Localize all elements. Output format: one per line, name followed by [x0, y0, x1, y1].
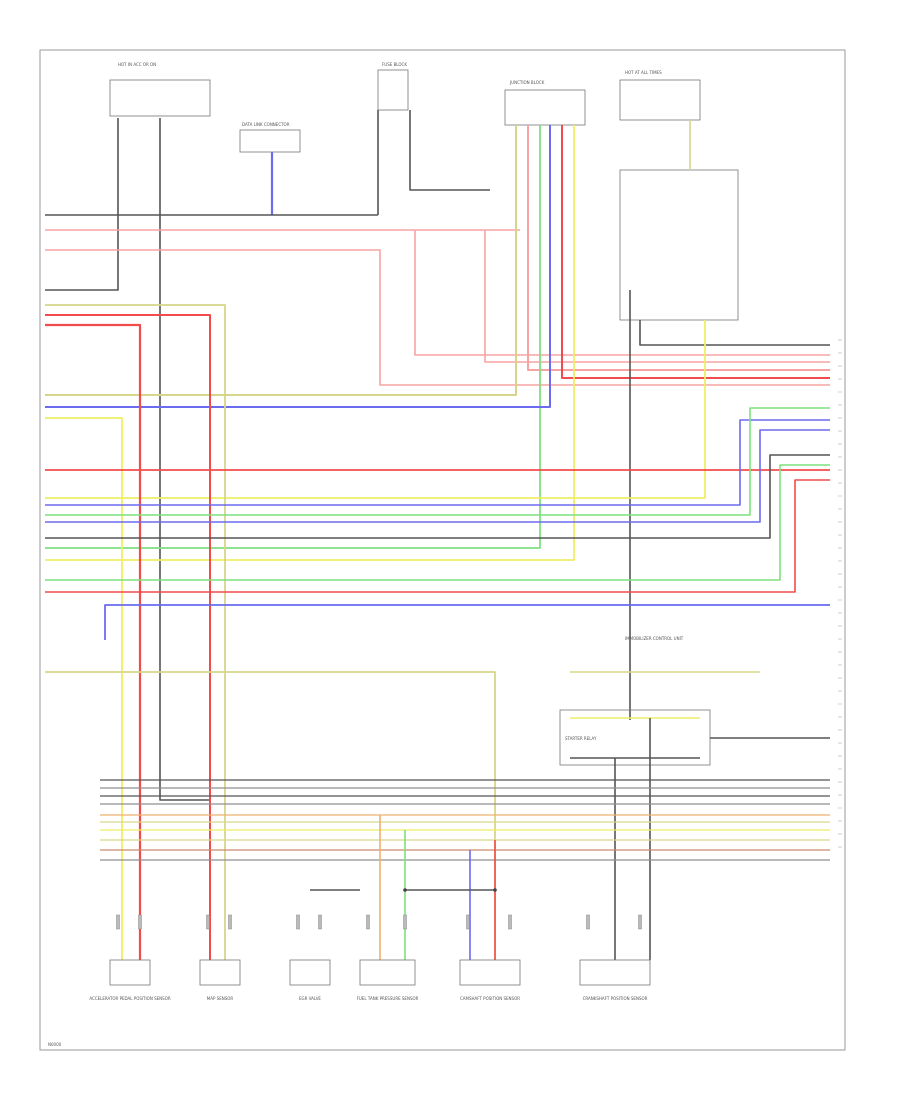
egr-valve-label: EGR VALVE: [299, 996, 321, 1001]
map-sensor-label: MAP SENSOR: [207, 996, 234, 1001]
wire-jb-4: [45, 125, 551, 408]
wire-feed-2: [159, 118, 210, 801]
immobilizer-label: IMMOBILIZER CONTROL UNIT: [625, 636, 684, 641]
crankshaft-position-sensor-label: CRANKSHAFT POSITION SENSOR: [583, 996, 648, 1001]
wire-red-loop: [45, 249, 830, 386]
fuel-tank-pressure-sensor-label: FUEL TANK PRESSURE SENSOR: [357, 996, 419, 1001]
connector-stub: [296, 914, 300, 930]
wire-olive-long: [45, 671, 496, 960]
connector-stub: [403, 914, 407, 930]
footer-code: N0000: [48, 1042, 62, 1047]
wire-red-3: [484, 230, 830, 363]
accel-pedal-sensor-label: ACCELERATOR PEDAL POSITION SENSOR: [89, 996, 170, 1001]
ignition-switch: [619, 79, 701, 121]
egr-valve-connector: [289, 959, 331, 986]
wire-red-drop: [45, 314, 211, 960]
hot-in-acc-block: [109, 79, 211, 117]
wire-red-2: [414, 230, 830, 356]
wire-green-h: [45, 407, 830, 516]
battery-header-label: HOT IN ACC OR ON: [118, 62, 156, 67]
diagram-frame: [39, 49, 846, 1051]
wire-red-h2: [45, 479, 830, 593]
wire-red-drop-2: [45, 323, 142, 960]
wire-jb-2: [527, 125, 830, 371]
fuel-tank-pressure-sensor-connector: [359, 959, 416, 986]
starter-relay-label: STARTER RELAY: [565, 736, 597, 741]
wire-blue-h: [45, 419, 830, 506]
wire-blue-long: [104, 604, 830, 640]
wire-fuse-out-2: [409, 110, 490, 191]
wire-jb-6: [45, 125, 575, 561]
wire-yel-drop: [45, 417, 123, 960]
connector-stub: [638, 914, 642, 930]
map-sensor-connector: [199, 959, 241, 986]
wire-blue-h2: [45, 429, 830, 523]
connector-stub: [116, 914, 120, 930]
wire-jb-1: [45, 125, 517, 396]
connector-stub: [466, 914, 470, 930]
connector-stub: [318, 914, 322, 930]
fuse-block-label: FUSE BLOCK: [382, 62, 407, 67]
camshaft-position-sensor-connector: [459, 959, 521, 986]
ignition-switch-label: HOT AT ALL TIMES: [625, 70, 662, 75]
wire-dark-h: [45, 454, 830, 539]
accel-pedal-sensor-connector: [109, 959, 151, 986]
connector-stub: [366, 914, 370, 930]
connector-stub: [138, 914, 142, 930]
crankshaft-position-sensor-connector: [579, 959, 651, 986]
relay-module: [619, 169, 739, 321]
junction-block: [504, 89, 586, 126]
connector-stub: [586, 914, 590, 930]
splice-dot: [403, 888, 407, 892]
junction-block-label: JUNCTION BLOCK: [509, 80, 545, 85]
fuse-block: [377, 69, 409, 111]
wire-green-drop: [45, 304, 226, 960]
connector-stub: [228, 914, 232, 930]
camshaft-position-sensor-label: CAMSHAFT POSITION SENSOR: [460, 996, 520, 1001]
connector-stub: [206, 914, 210, 930]
wire-feed-1: [45, 118, 119, 291]
data-link-box: [239, 129, 301, 153]
wire-green-h2: [45, 464, 830, 581]
wire-relay-out: [639, 320, 830, 346]
wire-jb-5: [561, 125, 830, 379]
splice-dot: [493, 888, 497, 892]
wire-jb-3: [45, 125, 541, 549]
wire-relay-yel: [45, 320, 706, 499]
data-link-label: DATA LINK CONNECTOR: [242, 122, 290, 127]
connector-stub: [508, 914, 512, 930]
